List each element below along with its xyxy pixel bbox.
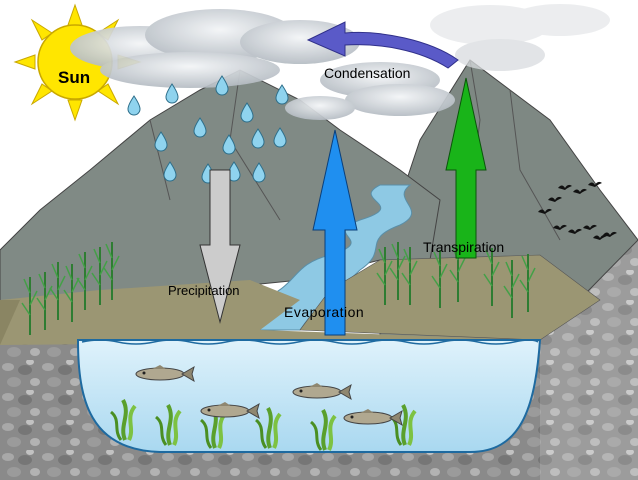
precipitation-label: Precipitation xyxy=(168,283,240,298)
precipitation-arrow xyxy=(199,169,241,324)
condensation-label: Condensation xyxy=(324,65,411,81)
transpiration-arrow xyxy=(445,77,487,259)
condensation-arrow xyxy=(306,21,459,69)
grass-plain xyxy=(0,280,540,345)
sun-label: Sun xyxy=(58,68,91,87)
evaporation-arrow xyxy=(312,129,358,336)
rock-block-side xyxy=(540,240,638,480)
evaporation-label: Evaporation xyxy=(284,304,365,320)
cloud-icon-right xyxy=(430,4,610,71)
transpiration-label: Transpiration xyxy=(423,239,505,255)
